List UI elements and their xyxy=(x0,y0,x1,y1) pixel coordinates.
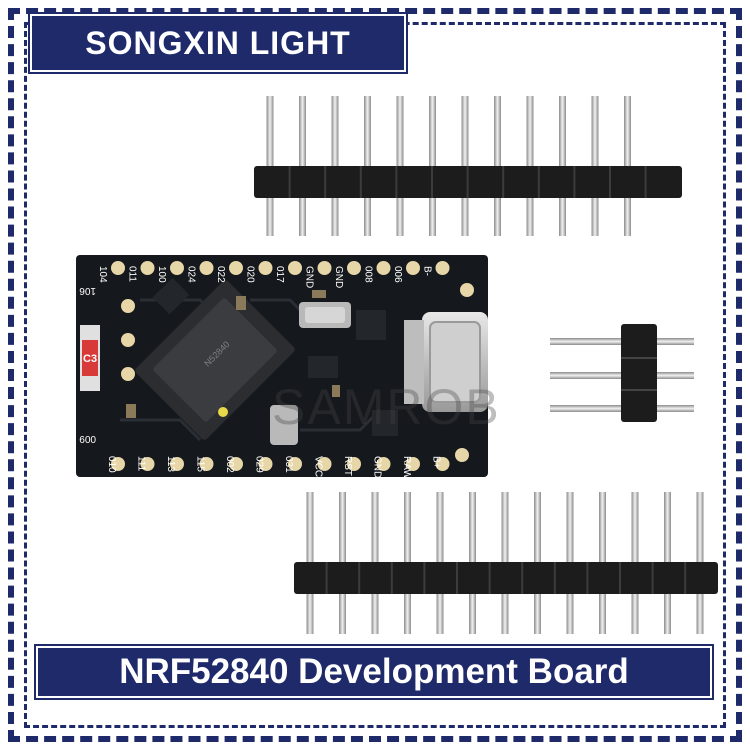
pin-label: 104 xyxy=(97,266,108,283)
side-label-bottom: 009 xyxy=(79,433,96,444)
bottom-pin-labels: 010 111 113 115 002 029 031 VCC RST GND RAW B+ xyxy=(106,456,442,480)
product-title: NRF52840 Development Board xyxy=(119,652,629,691)
side-label-top: 106 xyxy=(79,285,96,296)
top-pads xyxy=(111,261,450,275)
pin-label: 113 xyxy=(165,456,176,472)
pcb-board xyxy=(76,255,488,477)
pin-label: GND xyxy=(333,266,344,288)
pin-label: 011 xyxy=(127,266,138,282)
pin-label: RST xyxy=(342,456,353,476)
pin-label: GND xyxy=(304,266,315,288)
pin-label: 010 xyxy=(106,456,117,473)
header-body xyxy=(294,562,718,594)
usb-c-connector xyxy=(404,312,488,412)
bottom-pin-header xyxy=(294,492,718,634)
pin-label: 100 xyxy=(156,266,167,283)
pin-label: VCC xyxy=(313,456,324,477)
brand-label: SONGXIN LIGHT xyxy=(85,24,351,61)
pin-label: 020 xyxy=(245,266,256,283)
bottom-pads xyxy=(111,457,450,471)
pin-label: 002 xyxy=(224,456,235,473)
left-pads xyxy=(121,283,474,462)
top-pin-labels: 104 011 100 024 022 020 017 GND GND 008 006 B- xyxy=(97,266,433,288)
pin-label: 008 xyxy=(363,266,374,283)
pin-label: 006 xyxy=(392,266,403,283)
outer-dashed-frame xyxy=(8,8,742,742)
red-led xyxy=(80,325,100,391)
led-label: C3 xyxy=(83,353,97,365)
pin-label: 111 xyxy=(136,456,147,472)
nrf-chip xyxy=(135,280,295,440)
pin-label: 115 xyxy=(195,456,206,472)
pin-label: B+ xyxy=(431,456,442,469)
small-pin-header xyxy=(550,324,694,422)
watermark: SAMROB xyxy=(272,379,501,435)
pin-label: 029 xyxy=(254,456,265,473)
pin-label: 022 xyxy=(215,266,226,283)
pin-label: B- xyxy=(422,266,433,276)
product-title-banner: NRF52840 Development Board xyxy=(36,646,712,698)
pin-label: 017 xyxy=(274,266,285,283)
top-pin-header xyxy=(254,96,682,236)
pin-label: 024 xyxy=(186,266,197,283)
pin-label: RAW xyxy=(401,456,412,480)
brand-banner: SONGXIN LIGHT xyxy=(30,14,406,72)
pin-label: GND xyxy=(372,456,383,478)
pin-label: 031 xyxy=(283,456,294,473)
